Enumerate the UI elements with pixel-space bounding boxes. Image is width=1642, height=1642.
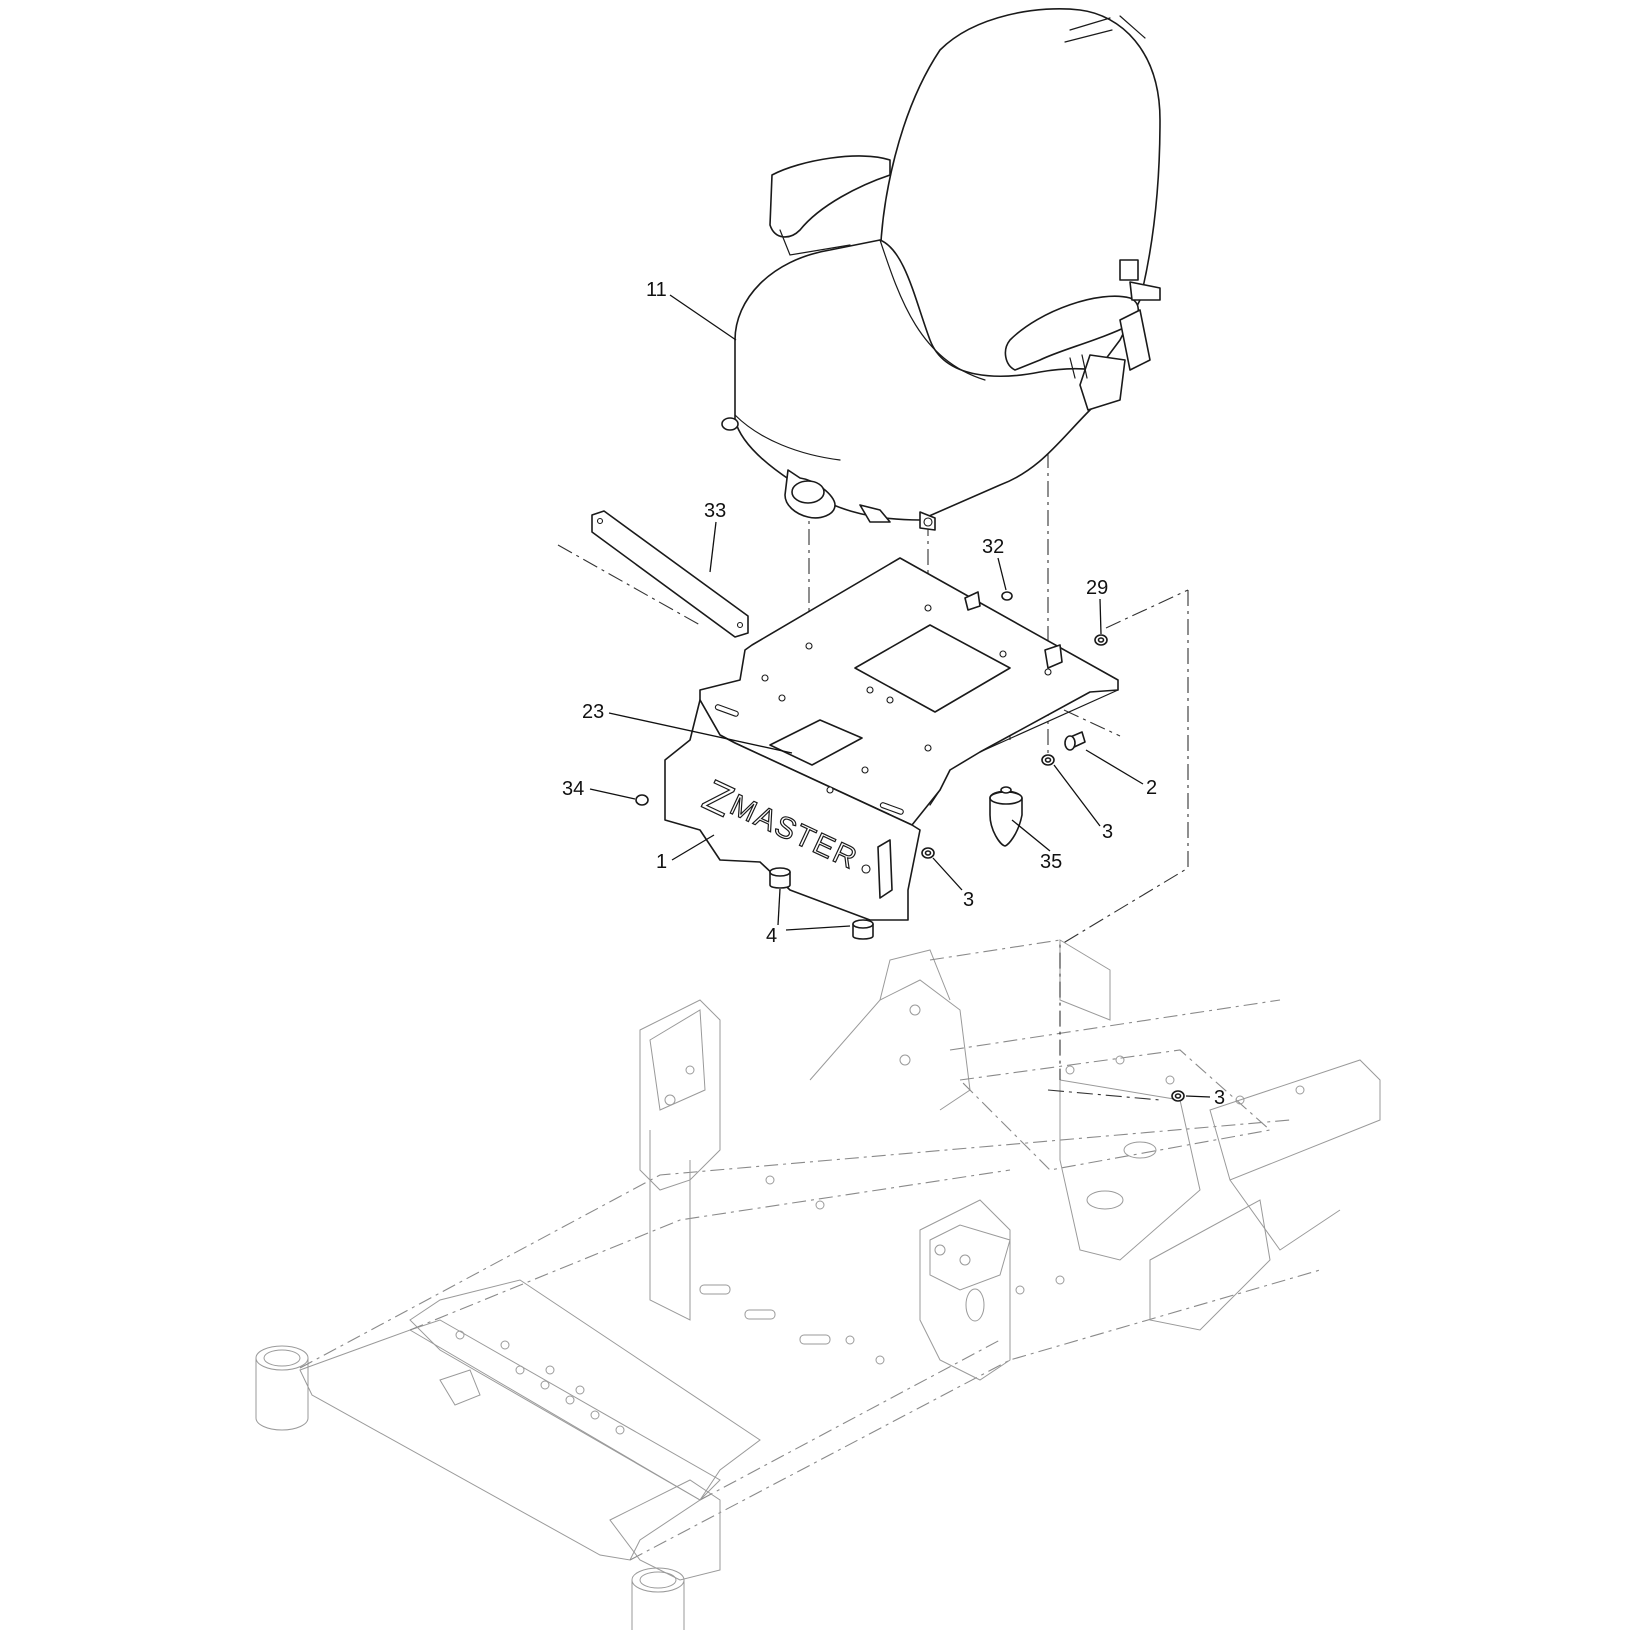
callout-4: 4 — [766, 888, 851, 947]
seat-platform-part-1: Z MASTER — [664, 557, 1119, 921]
plate-part-33 — [591, 510, 749, 638]
svg-text:29: 29 — [1086, 577, 1108, 599]
platform-holes — [761, 604, 1052, 794]
callout-3-center: 3 — [932, 857, 974, 911]
callout-35: 35 — [1011, 819, 1062, 873]
washer-32 — [1001, 591, 1013, 601]
svg-text:34: 34 — [562, 778, 584, 800]
callout-11: 11 — [646, 279, 737, 341]
callouts: 11 33 32 29 23 2 34 3 — [562, 279, 1225, 1109]
svg-text:3: 3 — [1102, 821, 1113, 843]
svg-text:1: 1 — [656, 851, 667, 873]
callout-3-frame: 3 — [1185, 1087, 1225, 1109]
callout-34: 34 — [562, 778, 636, 800]
frame-holes — [765, 1055, 1305, 1365]
svg-text:3: 3 — [1214, 1087, 1225, 1109]
svg-text:2: 2 — [1146, 777, 1157, 799]
callout-1: 1 — [656, 834, 715, 873]
callout-32: 32 — [982, 536, 1007, 591]
svg-text:23: 23 — [582, 701, 604, 723]
svg-text:32: 32 — [982, 536, 1004, 558]
frame-chassis — [255, 939, 1381, 1630]
svg-text:4: 4 — [766, 925, 777, 947]
svg-text:35: 35 — [1040, 851, 1062, 873]
front-plate-holes — [455, 1330, 625, 1435]
callout-29: 29 — [1086, 577, 1108, 635]
svg-text:3: 3 — [963, 889, 974, 911]
callout-2: 2 — [1085, 749, 1157, 799]
svg-text:33: 33 — [704, 500, 726, 522]
callout-23: 23 — [582, 701, 793, 754]
svg-text:11: 11 — [646, 279, 667, 301]
hardware — [635, 591, 1185, 1102]
seat-assembly — [721, 7, 1161, 531]
callout-3-right: 3 — [1053, 764, 1113, 843]
callout-33: 33 — [704, 500, 726, 573]
